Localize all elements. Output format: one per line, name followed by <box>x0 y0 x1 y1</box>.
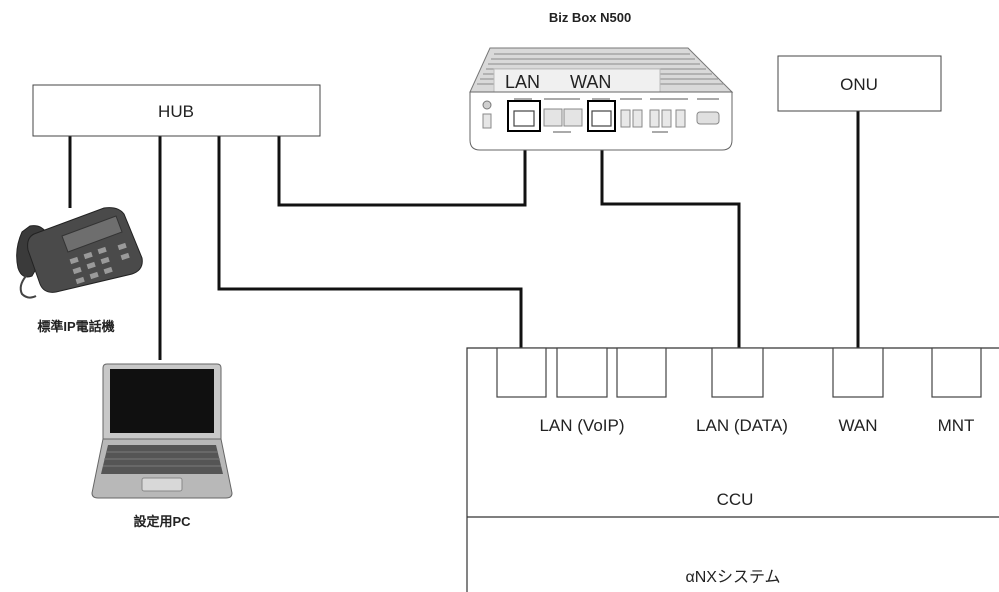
ccu-unit: LAN (VoIP) LAN (DATA) WAN MNT CCU αNXシステ… <box>467 348 999 592</box>
ccu-port-wan <box>833 348 883 397</box>
onu-device: ONU <box>778 56 941 111</box>
ccu-label: CCU <box>717 490 754 509</box>
ccu-port-lan-voip-2 <box>557 348 607 397</box>
router-title: Biz Box N500 <box>549 10 631 25</box>
ccu-mnt-label: MNT <box>938 416 975 435</box>
ccu-port-lan-data <box>712 348 763 397</box>
system-label: αNXシステム <box>686 569 781 586</box>
pc-caption: 設定用PC <box>133 514 191 529</box>
wire-hub-to-ccu-lan-voip <box>219 136 521 348</box>
wires <box>70 111 858 360</box>
router-wan-label: WAN <box>570 72 611 92</box>
ccu-port-lan-voip-3 <box>617 348 666 397</box>
ccu-lan-data-label: LAN (DATA) <box>696 416 788 435</box>
laptop-icon: 設定用PC <box>92 364 232 529</box>
router-device: Biz Box N500 LAN WAN <box>470 10 732 150</box>
router-power-button <box>483 101 491 109</box>
ip-phone-icon: 標準IP電話機 <box>17 208 143 334</box>
ccu-port-lan-voip-1 <box>497 348 546 397</box>
ccu-port-mnt <box>932 348 981 397</box>
router-lan-label: LAN <box>505 72 540 92</box>
hub-device: HUB <box>33 85 320 136</box>
ip-phone-caption: 標準IP電話機 <box>37 319 114 334</box>
ccu-lan-voip-label: LAN (VoIP) <box>539 416 624 435</box>
onu-label: ONU <box>840 75 878 94</box>
ccu-wan-label: WAN <box>838 416 877 435</box>
wire-router-wan-to-ccu-lan-data <box>602 135 739 348</box>
hub-label: HUB <box>158 102 194 121</box>
